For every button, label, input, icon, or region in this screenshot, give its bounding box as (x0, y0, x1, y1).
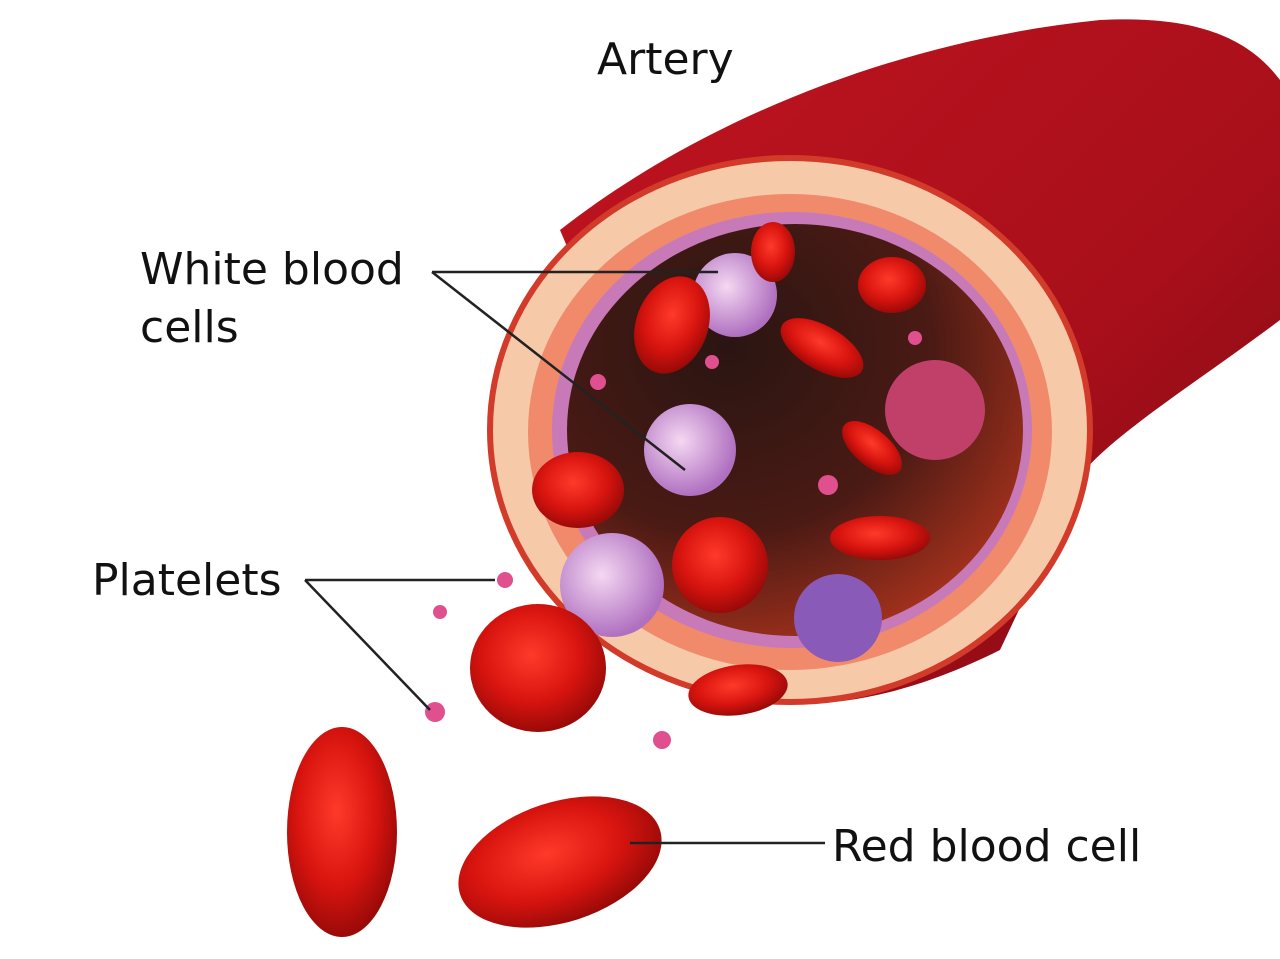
red-blood-cell (858, 257, 926, 313)
white-blood-cell (794, 574, 882, 662)
red-blood-cell (842, 421, 902, 475)
red-blood-cell (830, 516, 930, 560)
white-blood-cells (560, 253, 985, 662)
white-blood-cells-label-line2: cells (140, 302, 239, 353)
red-blood-cell (672, 517, 768, 613)
platelets-leader (304, 578, 495, 711)
red-blood-cell (532, 452, 624, 528)
white-blood-cell (560, 533, 664, 637)
white-blood-cell (885, 360, 985, 460)
platelets (425, 331, 922, 749)
red-blood-cell (458, 796, 662, 928)
red-blood-cell (634, 276, 710, 374)
red-blood-cell (751, 222, 795, 282)
white-blood-cell (693, 253, 777, 337)
red-blood-cells (287, 222, 930, 937)
white-blood-cells-leader (431, 270, 718, 471)
red-blood-cell (470, 604, 606, 732)
white-blood-cell (644, 404, 736, 496)
white-blood-cells-label-line1: White blood (140, 244, 404, 295)
red-blood-cell (688, 664, 788, 716)
red-blood-cell (287, 727, 397, 937)
platelets-label: Platelets (92, 555, 282, 606)
red-blood-cell-label: Red blood cell (832, 821, 1141, 872)
red-blood-cell (780, 318, 864, 378)
artery-label: Artery (597, 34, 734, 85)
